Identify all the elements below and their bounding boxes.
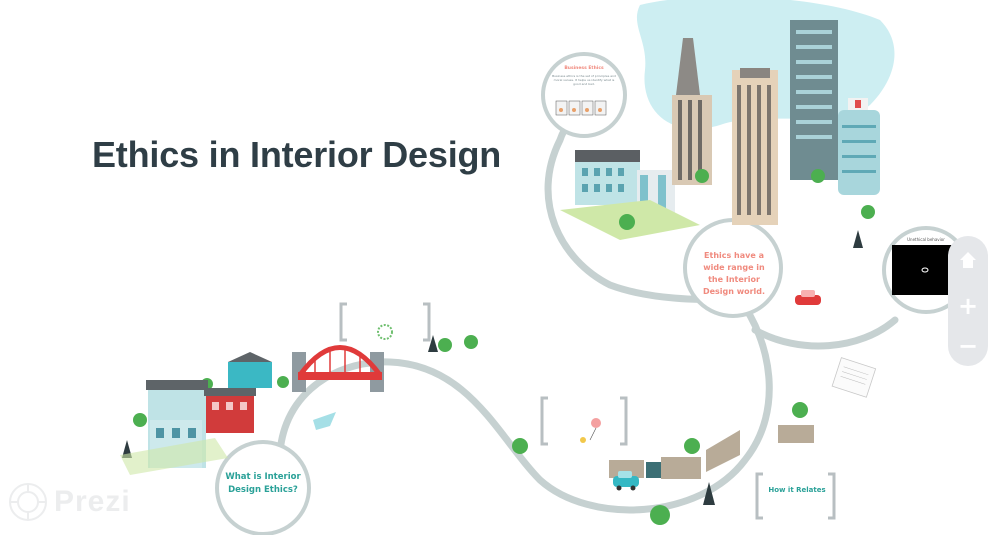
path-right	[751, 316, 899, 350]
prezi-logo-icon	[9, 483, 47, 521]
node-heading: Unethical behavior	[907, 237, 945, 242]
zoom-in-button[interactable]: +	[948, 286, 988, 326]
home-icon	[960, 252, 976, 268]
zoom-controls: + −	[948, 236, 988, 366]
node-heading: Business Ethics	[564, 66, 604, 71]
zoom-in-label: +	[957, 292, 979, 320]
wreath-icon	[377, 324, 393, 340]
zoom-out-button[interactable]: −	[948, 326, 988, 366]
trees	[133, 169, 875, 525]
presentation-title: Ethics in Interior Design	[92, 134, 502, 175]
node-body: Business ethics is the set of principles…	[552, 74, 616, 86]
node-label: How it Relates	[768, 486, 826, 494]
node-label: What is Interior Design Ethics?	[225, 472, 301, 495]
node-business-ethics[interactable]: Business Ethics Business ethics is the s…	[552, 66, 616, 86]
brackets	[339, 302, 836, 520]
boat	[313, 412, 336, 430]
node-what-is-ring	[215, 440, 311, 535]
blue-car	[613, 471, 639, 491]
stone-walls	[609, 425, 814, 479]
zoom-out-label: −	[957, 332, 979, 360]
comic-strip	[555, 100, 607, 116]
doodle-balloon	[580, 418, 601, 443]
paper-note	[831, 357, 877, 398]
brand-name: Prezi	[54, 485, 131, 518]
node-unethical-behavior[interactable]: Unethical behavior	[892, 237, 960, 242]
houses-left	[120, 352, 272, 475]
red-bridge	[292, 345, 384, 392]
prezi-watermark: Prezi	[8, 482, 131, 522]
city-skyline	[560, 20, 880, 240]
node-what-is[interactable]: What is Interior Design Ethics?	[222, 471, 304, 497]
node-label: Ethics have a wide range in the Interior…	[702, 251, 766, 296]
node-wide-range[interactable]: Ethics have a wide range in the Interior…	[696, 250, 772, 298]
node-how-it-relates[interactable]: How it Relates	[766, 486, 828, 494]
red-car	[795, 290, 821, 305]
node-business-ethics-ring	[541, 52, 627, 138]
home-button[interactable]	[948, 240, 988, 280]
